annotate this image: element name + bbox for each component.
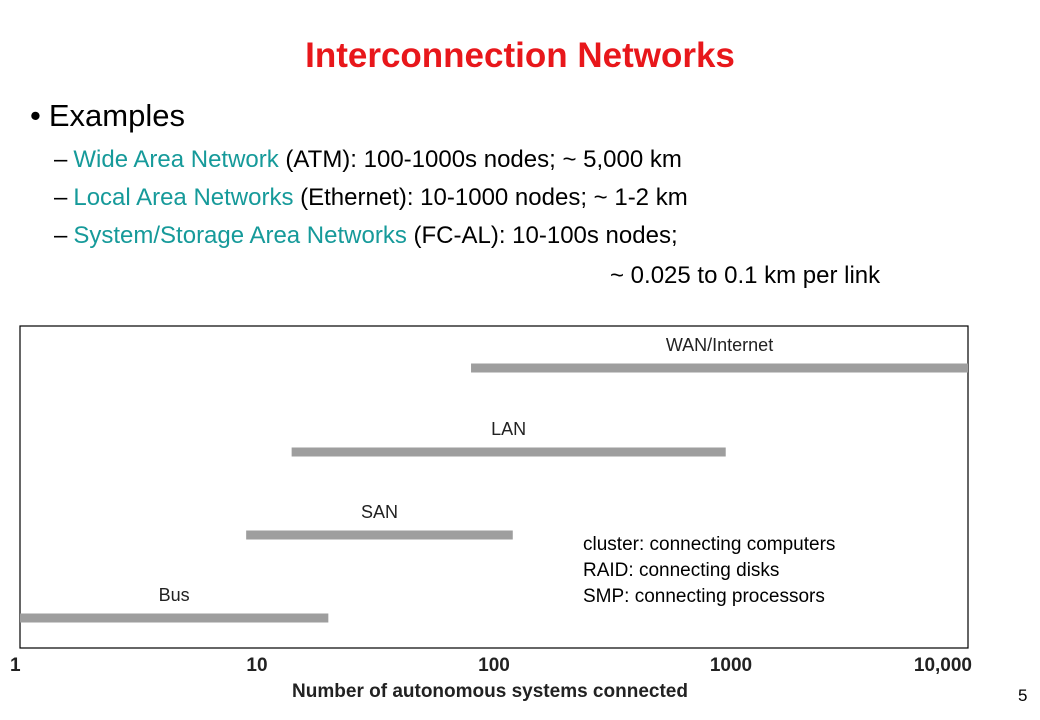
chart-annotation: cluster: connecting computers [583,534,835,555]
network-name-wan: Wide Area Network [73,146,279,173]
network-name-lan: Local Area Networks [73,184,294,211]
bar-label-san: SAN [361,502,398,522]
chart-annotation: SMP: connecting processors [583,586,825,607]
example-item-san: –System/Storage Area Networks (FC-AL): 1… [54,222,678,250]
bar-label-bus: Bus [159,585,190,605]
bar-san [246,530,513,540]
bar-lan [291,447,726,457]
bullet-examples: •Examples [30,98,185,134]
network-detail-lan: (Ethernet): 10-1000 nodes; ~ 1-2 km [293,184,688,211]
x-tick-label: 1000 [710,655,752,676]
dash: – [54,184,68,211]
chart-frame [19,325,969,649]
x-tick-label: 10 [246,655,267,676]
x-tick-label: 100 [478,655,510,676]
slide-title: Interconnection Networks [305,36,735,75]
bar-bus [20,613,329,623]
bar-label-wan-internet: WAN/Internet [666,335,773,355]
bullet-label: Examples [48,98,185,133]
dash: – [54,146,68,173]
chart-annotation: RAID: connecting disks [583,560,779,581]
page-number: 5 [1018,686,1028,705]
bar-wan-internet [471,363,968,373]
example-item-lan: –Local Area Networks (Ethernet): 10-1000… [54,184,688,212]
x-axis-label: Number of autonomous systems connected [292,681,688,702]
bullet-dot: • [30,98,41,133]
x-tick-label: 10,000 [914,655,972,676]
example-item-wan: –Wide Area Network (ATM): 100-1000s node… [54,146,682,174]
network-name-san: System/Storage Area Networks [73,222,407,249]
network-detail-wan: (ATM): 100-1000s nodes; ~ 5,000 km [278,146,682,173]
dash: – [54,222,68,249]
x-tick-label: 1 [10,655,21,676]
bar-label-lan: LAN [491,419,526,439]
san-continuation: ~ 0.025 to 0.1 km per link [610,262,881,289]
network-detail-san: (FC-AL): 10-100s nodes; [406,222,678,249]
